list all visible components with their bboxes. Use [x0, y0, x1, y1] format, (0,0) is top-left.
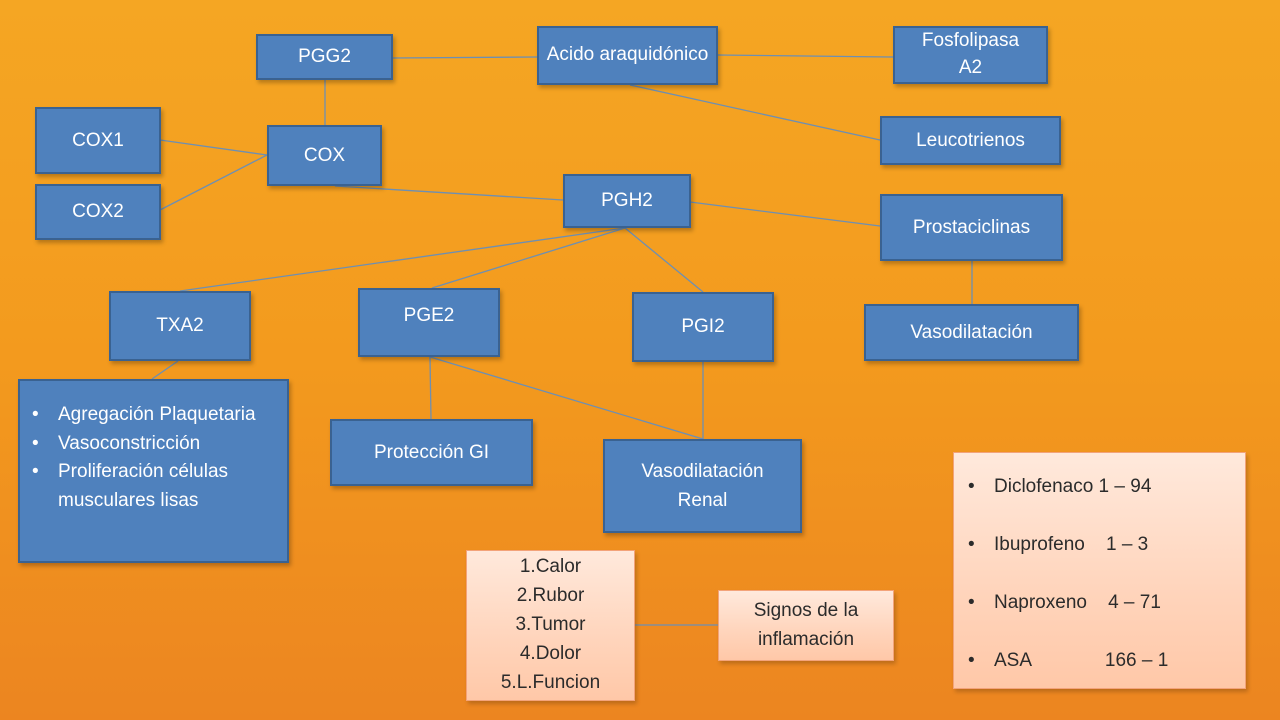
link-pge2-renal — [429, 356, 704, 440]
sign-item: 2.Rubor — [516, 585, 585, 607]
link-pgh2-txa2 — [179, 227, 626, 292]
link-acido-fosfolipasa — [716, 54, 894, 58]
link-cox1-cox — [159, 139, 268, 156]
link-acido-leucotrienos — [629, 84, 881, 141]
effect-item: Vasoconstricción — [32, 430, 277, 459]
node-cox2: COX2 — [35, 184, 161, 240]
effect-item: Proliferación células musculares lisas — [32, 458, 277, 515]
link-txa2-effects — [151, 360, 179, 380]
drug-item: Diclofenaco 1 – 94 — [968, 473, 1235, 502]
node-vasodilatacion: Vasodilatación — [864, 304, 1079, 361]
inflammation-signs-label: Signos de la inflamación — [718, 590, 894, 661]
node-pgi2: PGI2 — [632, 292, 774, 362]
link-pgg2-acido — [392, 56, 538, 59]
sign-item: 3.Tumor — [515, 614, 586, 636]
node-proteccion-gi: Protección GI — [330, 419, 533, 486]
drug-item: ASA 166 – 1 — [968, 647, 1235, 676]
node-leucotrienos: Leucotrienos — [880, 116, 1061, 165]
node-cox: COX — [267, 125, 382, 186]
inflammation-signs-list: 1.Calor 2.Rubor 3.Tumor 4.Dolor 5.L.Func… — [466, 550, 635, 701]
drug-ratio-list: Diclofenaco 1 – 94 Ibuprofeno 1 – 3 Napr… — [953, 452, 1246, 689]
node-cox1: COX1 — [35, 107, 161, 174]
node-vasodilatacion-renal: Vasodilatación Renal — [603, 439, 802, 533]
txa2-effects-list: Agregación Plaquetaria Vasoconstricción … — [18, 379, 289, 563]
sign-item: 1.Calor — [519, 556, 582, 578]
node-prostaciclinas: Prostaciclinas — [880, 194, 1063, 261]
sign-item: 4.Dolor — [519, 642, 582, 664]
link-pgh2-pgi2 — [624, 227, 704, 293]
node-fosfolipasa-a2: Fosfolipasa A2 — [893, 26, 1048, 84]
sign-item: 5.L.Funcion — [500, 671, 601, 693]
node-pgh2: PGH2 — [563, 174, 691, 228]
node-acido-araquidonico: Acido araquidónico — [537, 26, 718, 85]
drug-item: Ibuprofeno 1 – 3 — [968, 531, 1235, 560]
link-pgh2-prostaciclinas — [689, 201, 881, 227]
effect-item: Agregación Plaquetaria — [32, 401, 277, 430]
link-pge2-proteccion — [429, 356, 432, 420]
link-pgh2-pge2 — [431, 227, 626, 289]
link-cox-pgh2 — [334, 185, 564, 201]
node-txa2: TXA2 — [109, 291, 251, 361]
node-pge2: PGE2 — [358, 288, 500, 357]
node-pgg2: PGG2 — [256, 34, 393, 80]
link-cox2-cox — [159, 154, 268, 211]
drug-item: Naproxeno 4 – 71 — [968, 589, 1235, 618]
